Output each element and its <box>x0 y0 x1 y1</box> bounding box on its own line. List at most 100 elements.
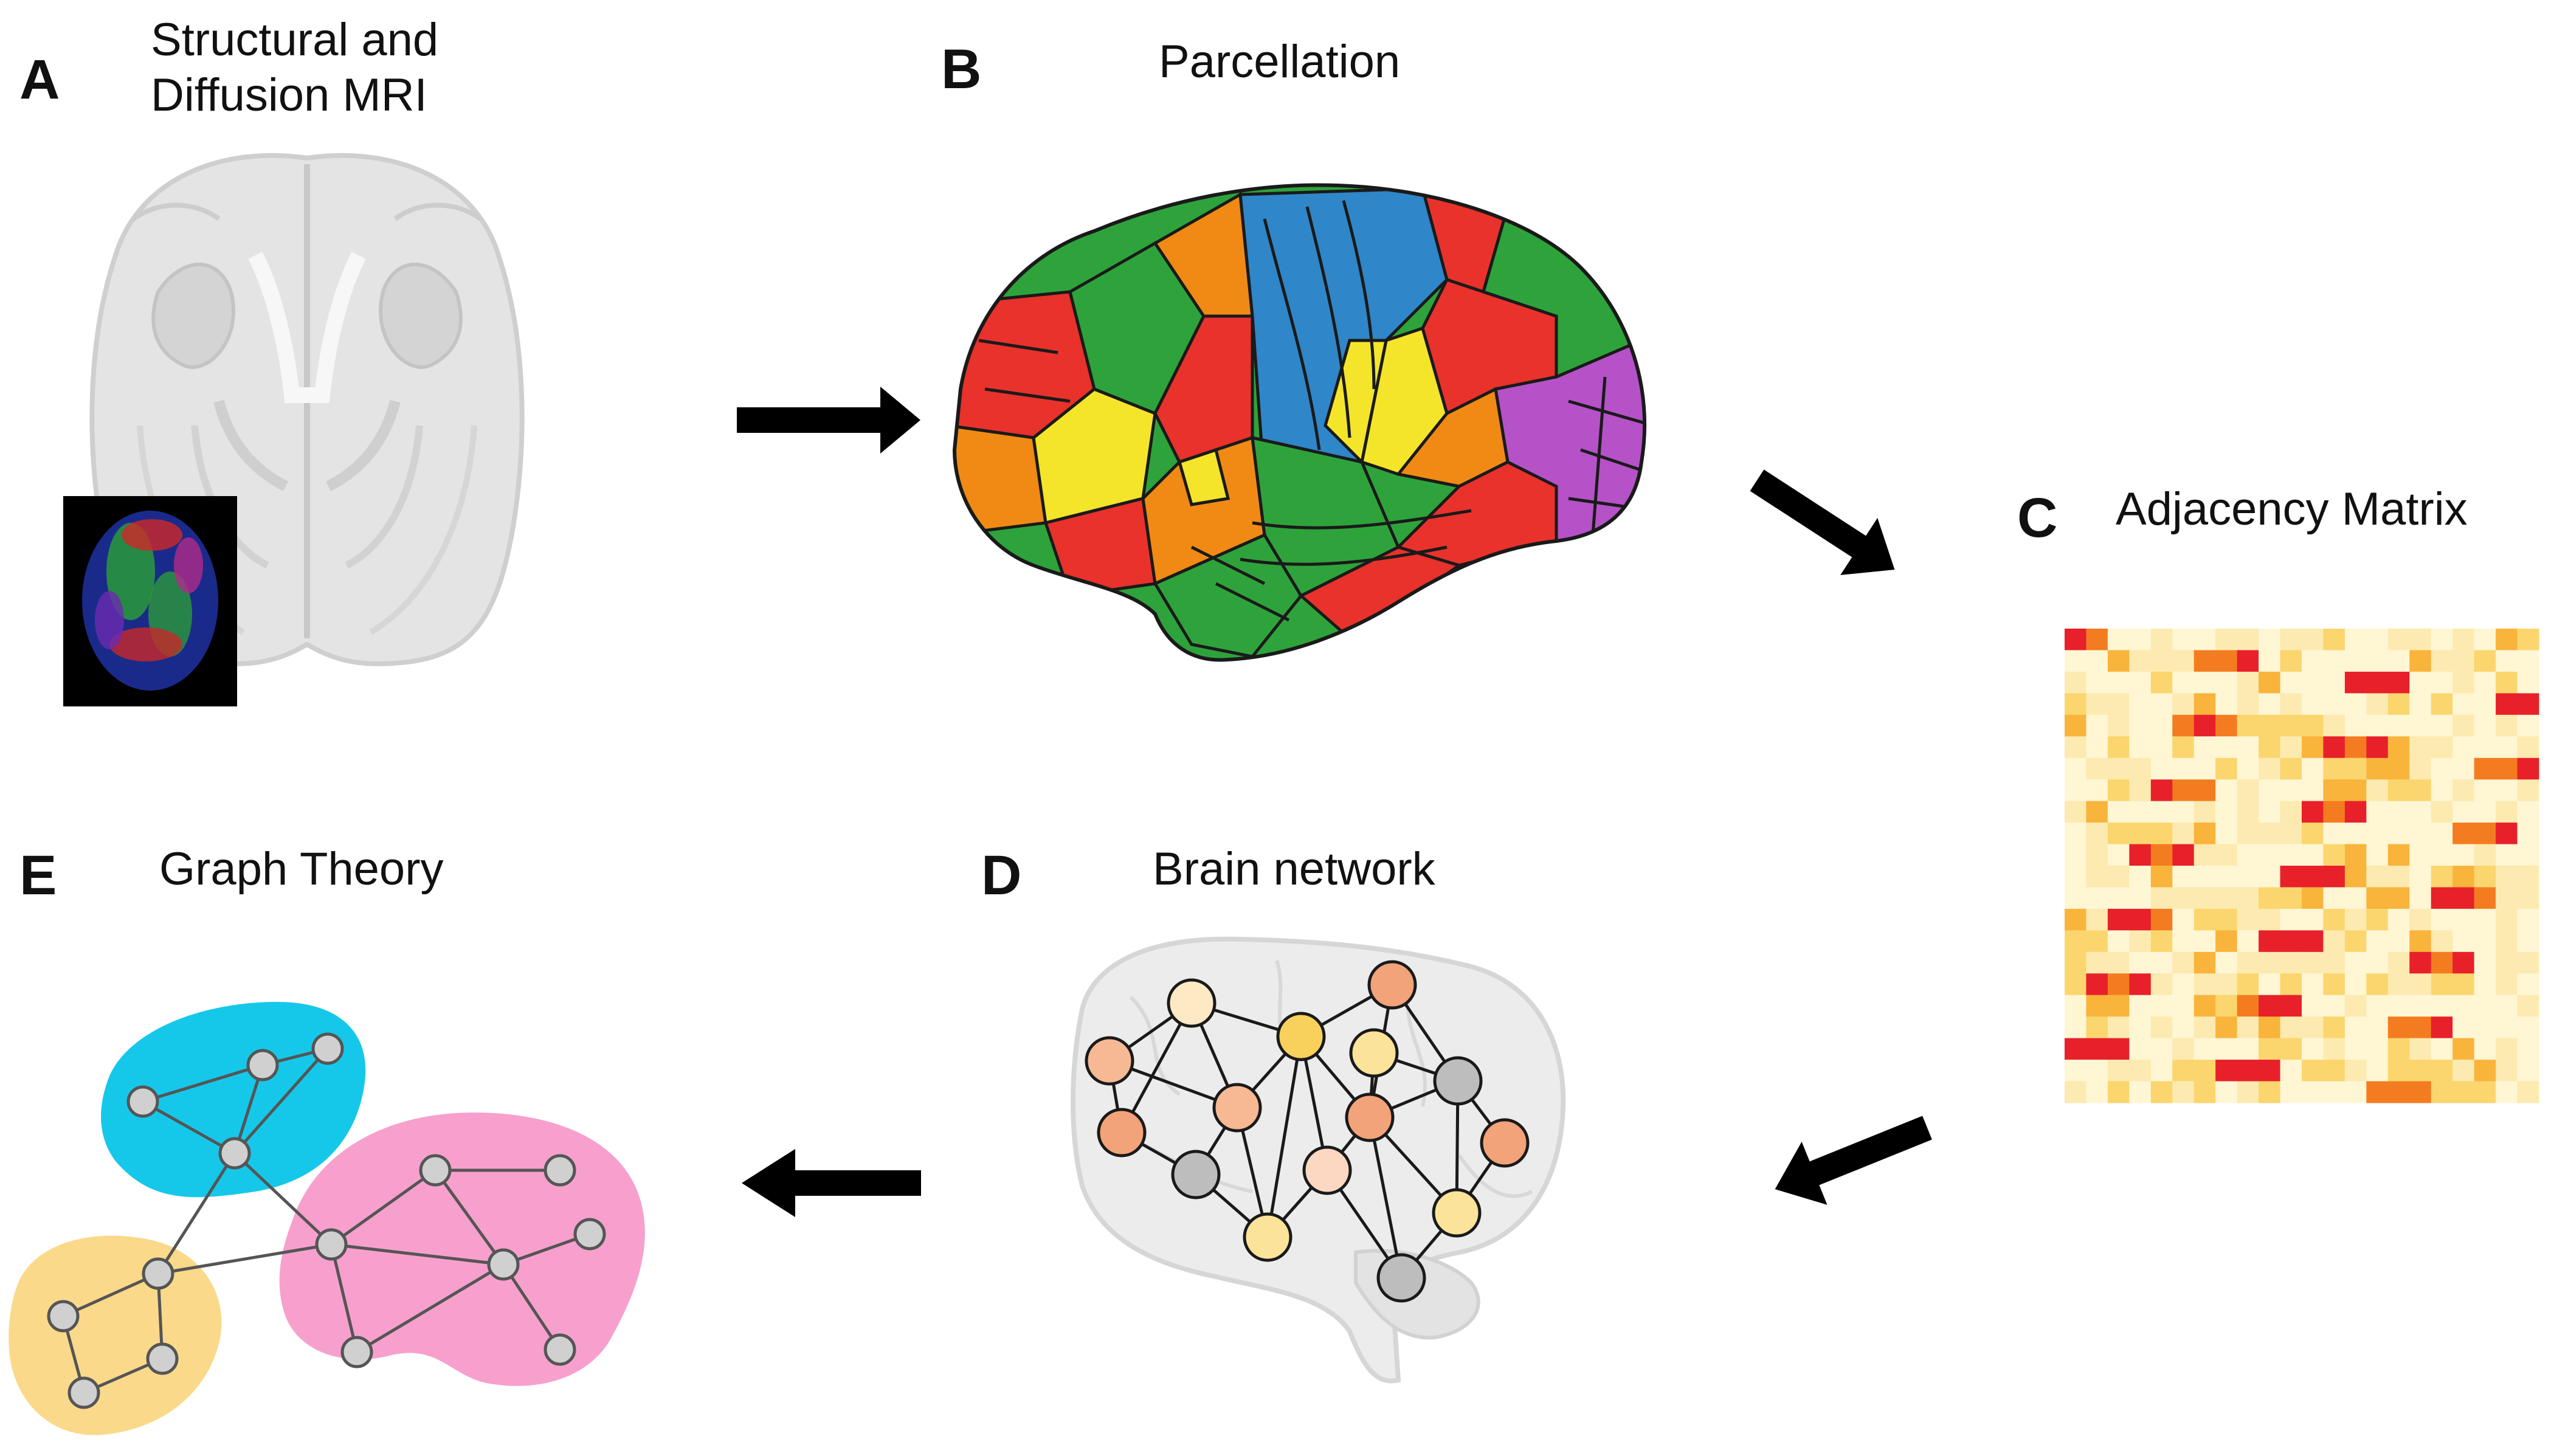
matrix-cell <box>2215 930 2238 953</box>
matrix-cell <box>2107 930 2130 953</box>
matrix-cell <box>2474 995 2496 1017</box>
matrix-cell <box>2452 887 2475 909</box>
matrix-cell <box>2517 714 2539 737</box>
matrix-cell <box>2172 1060 2195 1082</box>
matrix-cell <box>2259 1060 2281 1082</box>
matrix-cell <box>2107 1060 2130 1082</box>
matrix-cell <box>2344 866 2367 888</box>
matrix-cell <box>2431 1016 2453 1039</box>
matrix-cell <box>2237 844 2259 866</box>
matrix-cell <box>2259 1038 2281 1060</box>
matrix-cell <box>2366 973 2389 996</box>
matrix-cell <box>2302 908 2324 931</box>
matrix-cell <box>2065 1060 2086 1082</box>
matrix-cell <box>2452 1060 2475 1082</box>
panel-title-c: Adjacency Matrix <box>2116 483 2468 535</box>
matrix-cell <box>2172 671 2195 694</box>
matrix-cell <box>2452 779 2475 802</box>
matrix-cell <box>2344 1081 2367 1103</box>
matrix-cell <box>2129 757 2152 780</box>
matrix-cell <box>2065 1081 2086 1103</box>
matrix-cell <box>2302 650 2324 672</box>
matrix-cell <box>2259 866 2281 888</box>
matrix-cell <box>2409 1038 2432 1060</box>
matrix-cell <box>2065 736 2086 759</box>
matrix-cell <box>2323 736 2345 759</box>
matrix-cell <box>2237 1060 2259 1082</box>
matrix-cell <box>2280 736 2302 759</box>
matrix-cell <box>2280 908 2302 931</box>
matrix-cell <box>2259 779 2281 802</box>
matrix-cell <box>2237 995 2259 1017</box>
matrix-cell <box>2302 779 2324 802</box>
matrix-cell <box>2323 908 2345 931</box>
matrix-cell <box>2150 1081 2173 1103</box>
matrix-cell <box>2302 801 2324 823</box>
matrix-cell <box>2452 757 2475 780</box>
matrix-cell <box>2366 823 2389 845</box>
panel-label-e: E <box>19 844 57 906</box>
matrix-cell <box>2431 887 2453 909</box>
matrix-cell <box>2517 908 2539 931</box>
matrix-cell <box>2107 995 2130 1017</box>
matrix-cell <box>2107 951 2130 974</box>
matrix-cell <box>2323 866 2345 888</box>
matrix-cell <box>2065 908 2086 931</box>
matrix-cell <box>2474 671 2496 694</box>
matrix-cell <box>2150 823 2173 845</box>
matrix-cell <box>2150 714 2173 737</box>
arrow-a-to-b <box>737 387 920 454</box>
matrix-cell <box>2086 1060 2108 1082</box>
matrix-cell <box>2150 844 2173 866</box>
matrix-cell <box>2259 1081 2281 1103</box>
matrix-cell <box>2496 693 2518 716</box>
matrix-cell <box>2387 951 2410 974</box>
matrix-cell <box>2496 779 2518 802</box>
matrix-cell <box>2452 671 2475 694</box>
matrix-cell <box>2193 757 2216 780</box>
matrix-cell <box>2193 629 2216 650</box>
matrix-cell <box>2409 908 2432 931</box>
matrix-cell <box>2366 736 2389 759</box>
matrix-cell <box>2431 823 2453 845</box>
matrix-cell <box>2259 908 2281 931</box>
matrix-cell <box>2474 757 2496 780</box>
matrix-cell <box>2387 930 2410 953</box>
matrix-cell <box>2129 908 2152 931</box>
matrix-cell <box>2065 714 2086 737</box>
matrix-cell <box>2193 844 2216 866</box>
matrix-cell <box>2259 1016 2281 1039</box>
matrix-cell <box>2496 1060 2518 1082</box>
matrix-cell <box>2496 1081 2518 1103</box>
arrow-d-to-e <box>742 1149 921 1217</box>
matrix-cell <box>2259 629 2281 650</box>
matrix-cell <box>2323 1081 2345 1103</box>
matrix-cell <box>2280 930 2302 953</box>
matrix-cell <box>2344 844 2367 866</box>
matrix-cell <box>2150 973 2173 996</box>
matrix-cell <box>2387 714 2410 737</box>
matrix-cell <box>2280 1081 2302 1103</box>
matrix-cell <box>2129 1038 2152 1060</box>
matrix-cell <box>2215 1016 2238 1039</box>
matrix-cell <box>2193 995 2216 1017</box>
matrix-cell <box>2150 736 2173 759</box>
matrix-cell <box>2302 823 2324 845</box>
matrix-cell <box>2107 973 2130 996</box>
matrix-cell <box>2452 1081 2475 1103</box>
matrix-cell <box>2215 908 2238 931</box>
matrix-cell <box>2172 736 2195 759</box>
matrix-cell <box>2215 757 2238 780</box>
matrix-cell <box>2323 629 2345 650</box>
matrix-cell <box>2129 973 2152 996</box>
matrix-cell <box>2065 973 2086 996</box>
matrix-cell <box>2107 908 2130 931</box>
matrix-cell <box>2215 844 2238 866</box>
matrix-cell <box>2280 1016 2302 1039</box>
matrix-cell <box>2496 629 2518 650</box>
matrix-cell <box>2496 887 2518 909</box>
matrix-cell <box>2474 844 2496 866</box>
matrix-cell <box>2409 951 2432 974</box>
matrix-cell <box>2065 693 2086 716</box>
matrix-cell <box>2086 866 2108 888</box>
